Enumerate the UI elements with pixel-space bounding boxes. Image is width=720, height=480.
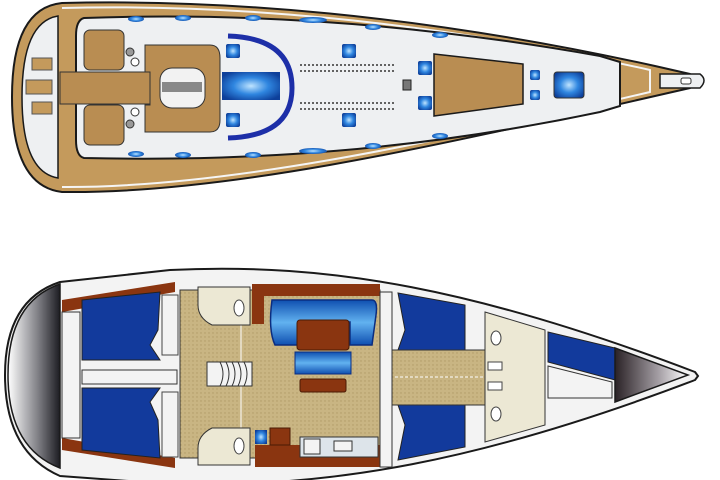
transom-step (61, 311, 81, 439)
hatch-icon (418, 61, 432, 75)
toilet-icon (490, 330, 502, 346)
foredeck-teak-panel (433, 53, 524, 117)
anchor-roller (680, 77, 692, 85)
hatch-icon (342, 44, 356, 58)
portlight-icon (432, 133, 448, 139)
portlight-icon (299, 148, 327, 154)
portlight-icon (432, 32, 448, 38)
deck-plan (10, 1, 705, 194)
aft-head-starboard (197, 427, 251, 466)
hatch-icon (530, 90, 540, 100)
companionway-hatch (222, 72, 280, 100)
shower-icon (487, 381, 503, 391)
forward-hatch-icon (553, 71, 585, 99)
portlight-icon (175, 152, 191, 158)
swim-ladder-step (25, 79, 53, 95)
portlight-icon (245, 152, 261, 158)
bulkhead (379, 291, 393, 468)
portlight-icon (128, 16, 144, 22)
saloon-table (296, 319, 350, 351)
saloon-wood-side (252, 284, 264, 324)
deck-hatches (226, 44, 585, 127)
aft-cabin-berth-port (81, 291, 161, 361)
portlight-icon (365, 24, 381, 30)
portlight-icon (128, 151, 144, 157)
mast-step (402, 79, 412, 91)
hatch-icon (226, 113, 240, 127)
hatch-icon (226, 44, 240, 58)
stove-icon (303, 438, 321, 455)
interior-layout (3, 267, 700, 480)
bow-section (614, 346, 691, 404)
saloon-wood-panel (252, 284, 380, 296)
portlights (128, 15, 448, 158)
locker (161, 294, 179, 356)
winch (125, 119, 135, 129)
companionway-steps (206, 361, 253, 387)
aft-corridor (81, 369, 178, 385)
fore-cabin-steps (547, 365, 613, 399)
helm-seat-port (83, 29, 125, 71)
compass-binnacle (162, 82, 202, 92)
hatch-icon (530, 70, 540, 80)
sink-icon (333, 440, 353, 452)
galley-fridge (255, 430, 267, 444)
portlight-icon (365, 143, 381, 149)
deck-toerail (61, 6, 651, 189)
toilet-icon (490, 406, 502, 422)
saloon-seat (294, 351, 352, 375)
winch (130, 107, 140, 117)
chart-table (299, 378, 347, 393)
toilet-icon (233, 437, 245, 455)
stern-transom (21, 15, 59, 179)
aft-cabin-berth-starboard (81, 387, 161, 459)
winch (125, 47, 135, 57)
hatch-icon (342, 113, 356, 127)
swim-ladder-step (31, 101, 53, 115)
portlight-icon (245, 15, 261, 21)
dodger-arc (227, 33, 295, 141)
shower-icon (487, 361, 503, 371)
stern-section (7, 282, 61, 470)
portlight-icon (175, 15, 191, 21)
toilet-icon (233, 299, 245, 317)
helm-seat-starboard (83, 104, 125, 146)
portlight-icon (299, 17, 327, 23)
galley-seat (269, 427, 291, 446)
winch (130, 57, 140, 67)
swim-ladder-step (31, 57, 53, 71)
hatch-icon (418, 96, 432, 110)
cockpit-walkway (59, 71, 151, 105)
locker (161, 391, 179, 458)
